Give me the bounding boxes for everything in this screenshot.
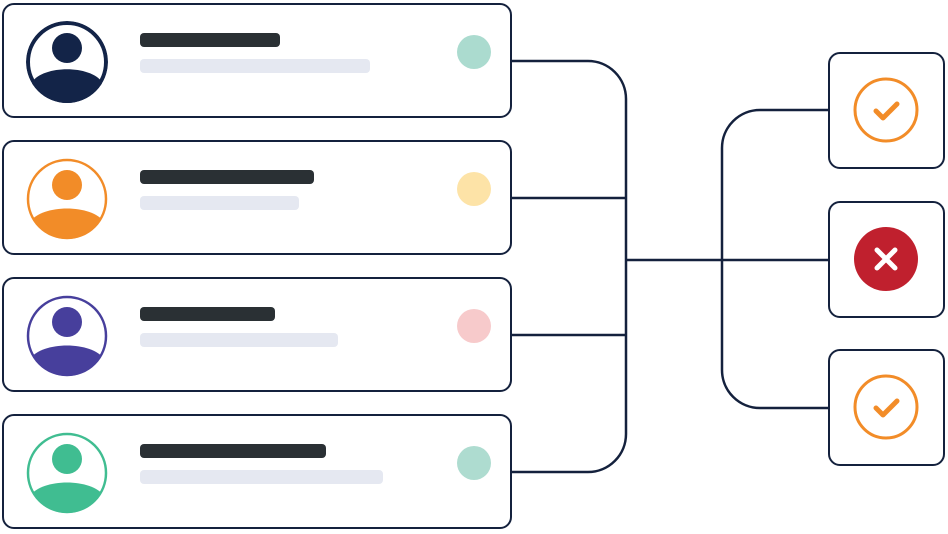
user-avatar-icon: [26, 21, 108, 103]
connector-bracket-users: [512, 59, 628, 474]
user-name-placeholder: [140, 307, 275, 321]
user-detail-placeholder: [140, 470, 383, 484]
x-circle-icon: [853, 226, 919, 292]
user-detail-placeholder: [140, 333, 338, 347]
connector-bracket-results: [720, 108, 828, 410]
user-name-placeholder: [140, 444, 326, 458]
user-card[interactable]: [2, 3, 512, 118]
user-avatar-icon: [26, 432, 108, 514]
status-indicator: [457, 35, 491, 69]
user-card[interactable]: [2, 414, 512, 529]
status-indicator: [457, 172, 491, 206]
user-avatar-icon: [26, 295, 108, 377]
result-card-approved[interactable]: [828, 349, 945, 466]
checkmark-circle-icon: [853, 374, 919, 440]
result-card-rejected[interactable]: [828, 201, 945, 318]
status-indicator: [457, 309, 491, 343]
status-indicator: [457, 446, 491, 480]
checkmark-circle-icon: [853, 77, 919, 143]
result-card-approved[interactable]: [828, 52, 945, 169]
user-name-placeholder: [140, 170, 314, 184]
user-card[interactable]: [2, 277, 512, 392]
user-detail-placeholder: [140, 196, 299, 210]
user-card[interactable]: [2, 140, 512, 255]
user-name-placeholder: [140, 33, 280, 47]
user-avatar-icon: [26, 158, 108, 240]
user-detail-placeholder: [140, 59, 370, 73]
